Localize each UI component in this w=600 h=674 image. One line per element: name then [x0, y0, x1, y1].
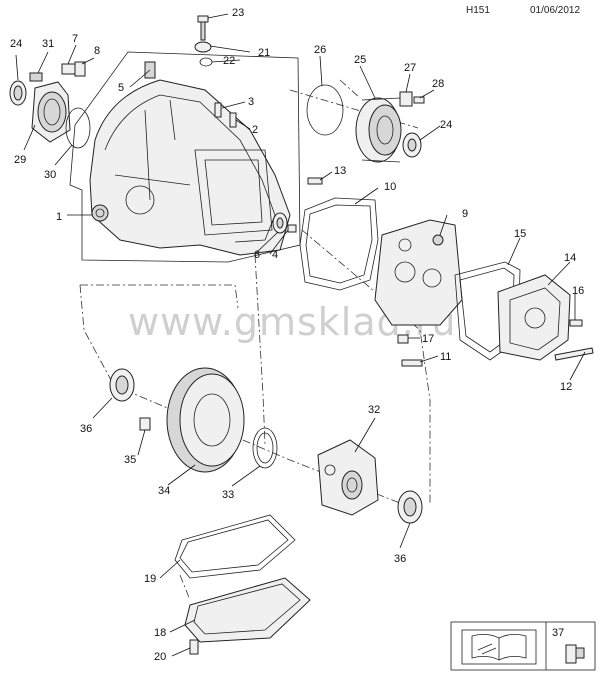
assembly-line	[179, 574, 191, 601]
callout-14: 14	[564, 252, 576, 264]
oil-pan-gasket	[174, 514, 296, 579]
callout-29: 29	[14, 154, 26, 166]
plug	[397, 334, 409, 344]
callout-3: 3	[248, 96, 254, 108]
plug	[287, 224, 297, 233]
callout-23: 23	[232, 7, 244, 19]
callout-10: 10	[384, 181, 396, 193]
callout-35: 35	[124, 454, 136, 466]
callout-2: 2	[252, 124, 258, 136]
long-bolt	[554, 347, 594, 361]
oil-pan	[184, 577, 311, 643]
leader-lines	[15, 13, 586, 657]
callout-8: 8	[94, 45, 100, 57]
dowel-pin	[214, 102, 222, 118]
callout-34: 34	[158, 485, 170, 497]
callout-24-left: 24	[10, 38, 22, 50]
callout-9: 9	[462, 208, 468, 220]
speedometer-gear	[252, 427, 278, 469]
legend-box: 37	[450, 621, 596, 671]
callout-18: 18	[154, 627, 166, 639]
callout-20: 20	[154, 651, 166, 663]
ring-gear-bolt	[139, 417, 151, 431]
callout-25: 25	[354, 54, 366, 66]
bearing-assembly	[355, 97, 402, 163]
callout-17: 17	[422, 333, 434, 345]
assembly-line	[254, 254, 266, 446]
callout-labels: 1 2 3 4 5 6 7 8 9 10 11 12 13 14 15 16 1…	[10, 7, 584, 663]
intermediate-housing	[374, 219, 463, 326]
housing-gasket	[299, 197, 379, 291]
differential-case	[317, 439, 379, 516]
sensor	[399, 91, 413, 107]
callout-31: 31	[42, 38, 54, 50]
assembly-line	[339, 79, 361, 99]
manual-icon	[471, 634, 527, 661]
callout-15: 15	[514, 228, 526, 240]
callout-22: 22	[223, 55, 235, 67]
breather-plug	[61, 61, 86, 77]
transmission-housing	[89, 61, 291, 256]
callout-32: 32	[368, 404, 380, 416]
callout-19: 19	[144, 573, 156, 585]
assembly-line	[301, 229, 431, 505]
legend-number: 37	[552, 627, 564, 639]
filler-bolt	[194, 15, 213, 67]
callout-7: 7	[72, 33, 78, 45]
end-cover	[497, 274, 571, 361]
callout-1: 1	[56, 211, 62, 223]
callout-28: 28	[432, 78, 444, 90]
callout-36-left: 36	[80, 423, 92, 435]
diagram-date: 01/06/2012	[530, 5, 581, 16]
callout-27: 27	[404, 62, 416, 74]
callout-12: 12	[560, 381, 572, 393]
oil-seal	[276, 217, 284, 229]
assembly-line	[289, 89, 419, 129]
bolt	[569, 319, 583, 327]
callout-33: 33	[222, 489, 234, 501]
diagram-code: H151	[466, 5, 490, 16]
bolt	[413, 96, 425, 104]
guide-pin	[307, 177, 323, 185]
housing-group-outline	[69, 51, 301, 263]
callout-11: 11	[440, 351, 451, 363]
sealant-tube-icon	[565, 644, 585, 664]
callout-5: 5	[118, 82, 124, 94]
callout-4: 4	[272, 249, 278, 261]
oil-seal	[407, 138, 417, 152]
callout-16: 16	[572, 285, 584, 297]
dowel-pin	[229, 112, 237, 128]
callout-24-right: 24	[440, 119, 452, 131]
callout-36-right: 36	[394, 553, 406, 565]
drive-flange-assembly	[9, 72, 91, 149]
bolt	[401, 359, 423, 367]
callout-21: 21	[258, 47, 270, 59]
assembly-line	[80, 284, 239, 309]
callout-6: 6	[254, 249, 260, 261]
ring-gear	[166, 367, 245, 473]
callout-13: 13	[334, 165, 346, 177]
oil-pan-bolt	[189, 639, 199, 655]
callout-26: 26	[314, 44, 326, 56]
o-ring	[306, 84, 344, 136]
callout-30: 30	[44, 169, 56, 181]
assembly-line	[79, 284, 113, 383]
